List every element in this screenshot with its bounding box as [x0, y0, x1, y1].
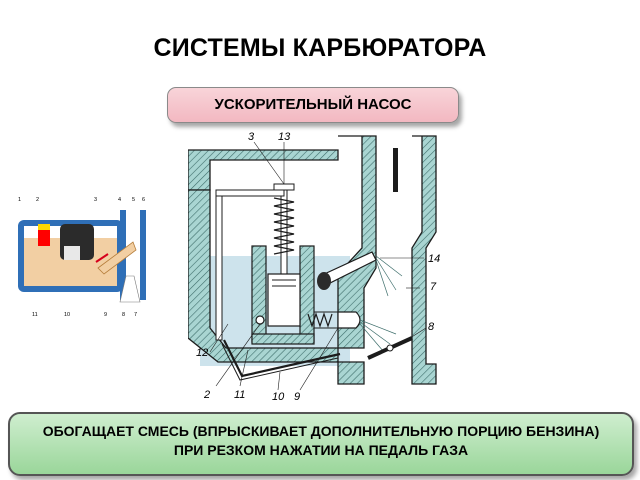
plunger-piston [267, 273, 301, 327]
schematic-label-9: 9 [104, 312, 107, 318]
label-2: 2 [203, 389, 210, 401]
schematic-label-8: 8 [122, 312, 125, 318]
mixing-chamber-wall [337, 135, 377, 349]
page-title: СИСТЕМЫ КАРБЮРАТОРА [153, 34, 487, 62]
schematic-mixture-cone [119, 275, 141, 303]
schematic-label-2: 2 [36, 197, 39, 203]
accelerator-pump-diagram: 3 13 14 7 8 12 2 11 10 9 [188, 131, 440, 403]
mixing-chamber-floor [337, 361, 365, 385]
schematic-needle-valve-cap [38, 224, 50, 230]
schematic-label-1: 1 [18, 197, 21, 203]
plunger-rod [280, 183, 288, 277]
choke-valve [393, 148, 398, 192]
label-8: 8 [428, 321, 435, 333]
discharge-valve-spring [307, 312, 333, 328]
schematic-fuel-arrow [95, 253, 109, 263]
discharge-valve [337, 311, 361, 329]
label-12: 12 [196, 347, 208, 359]
banner-line-2: ПРИ РЕЗКОМ НАЖАТИИ НА ПЕДАЛЬ ГАЗА [173, 442, 469, 458]
pump-well-left [251, 245, 267, 343]
pump-well-right [299, 245, 315, 343]
schematic-spray-cone [97, 241, 137, 275]
label-10: 10 [272, 391, 285, 403]
schematic-label-11: 11 [32, 312, 38, 318]
schematic-label-6: 6 [142, 197, 145, 203]
schematic-label-4: 4 [118, 197, 121, 203]
schematic-label-10: 10 [64, 312, 70, 318]
plunger-spring [273, 197, 295, 255]
subtitle-pill: УСКОРИТЕЛЬНЫЙ НАСОС [167, 87, 459, 123]
mixing-chamber-right-wall [411, 135, 437, 385]
lever-bar [215, 189, 223, 341]
check-valve-ball [255, 315, 265, 325]
label-3: 3 [248, 131, 255, 143]
chamber-wall [188, 149, 339, 191]
fuel-spray [359, 255, 403, 353]
pump-well-bottom [251, 333, 315, 345]
small-schematic: 1 2 3 4 5 6 11 10 9 8 7 [18, 197, 146, 318]
schematic-label-7: 7 [134, 312, 137, 318]
label-14: 14 [428, 253, 440, 265]
bottom-banner: ОБОГАЩАЕТ СМЕСЬ (ВПРЫСКИВАЕТ ДОПОЛНИТЕЛЬ… [8, 412, 634, 476]
label-11: 11 [234, 389, 245, 401]
lever-top [215, 189, 285, 197]
schematic-float-shine [64, 246, 80, 260]
schematic-label-5: 5 [132, 197, 135, 203]
plunger-cap [273, 183, 295, 191]
label-7: 7 [430, 281, 437, 293]
banner-line-1: ОБОГАЩАЕТ СМЕСЬ (ВПРЫСКИВАЕТ ДОПОЛНИТЕЛЬ… [42, 423, 600, 439]
label-13: 13 [278, 131, 291, 143]
schematic-label-3: 3 [94, 197, 97, 203]
label-9: 9 [294, 391, 300, 403]
